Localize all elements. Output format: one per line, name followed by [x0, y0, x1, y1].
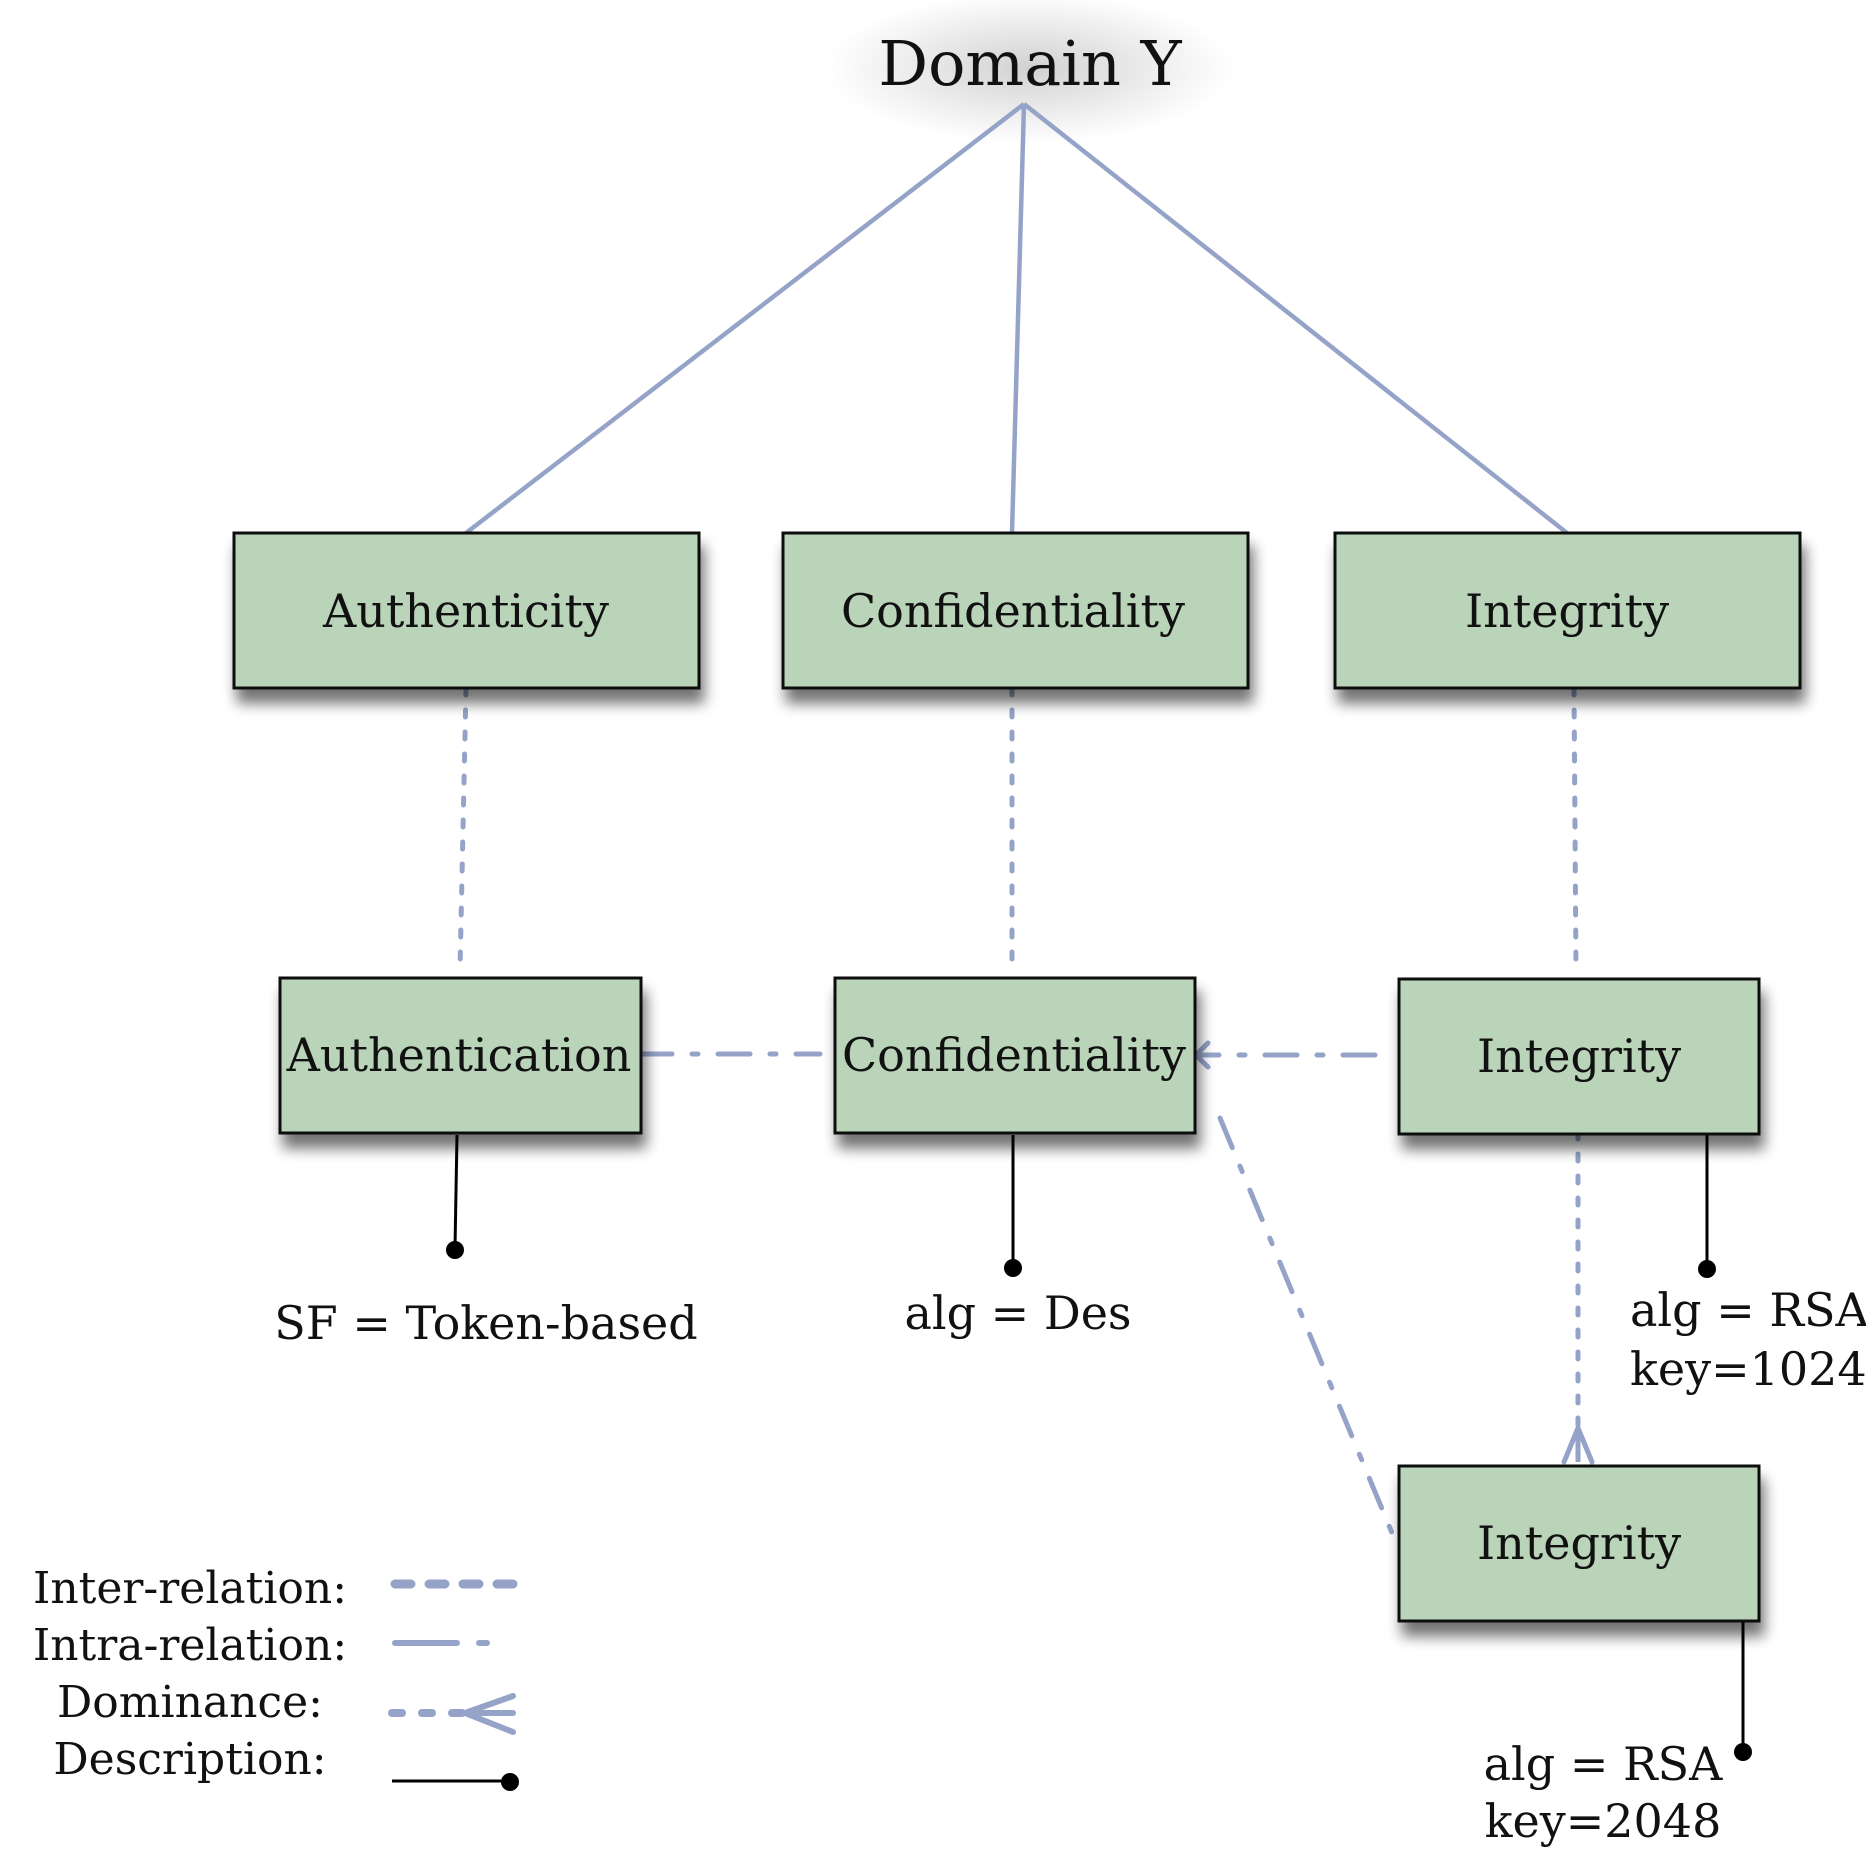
- node-label: Authenticity: [322, 584, 609, 638]
- root-label: Domain Y: [878, 27, 1182, 100]
- descriptions: SF = Token-based alg = Des alg = RSA key…: [274, 1283, 1866, 1848]
- node-authenticity[interactable]: Authenticity: [232, 531, 701, 690]
- root-edges: [464, 102, 1569, 535]
- node-label: Integrity: [1477, 1516, 1681, 1570]
- description-integrity-line1: alg = RSA: [1630, 1283, 1866, 1337]
- intra-relation-conf-integ2: [1217, 1115, 1400, 1548]
- description-integrity-line2: key=1024: [1630, 1342, 1866, 1396]
- legend-intra-relation-label: Intra-relation:: [33, 1620, 347, 1671]
- description-links: [453, 1134, 1745, 1750]
- edge-root-confidentiality: [1009, 103, 1027, 534]
- node-integrity-3[interactable]: Integrity: [1397, 1464, 1761, 1623]
- description-dots: [446, 1241, 1752, 1761]
- inter-relation-authenticity: [457, 685, 469, 973]
- desc-dot-authentication: [446, 1241, 464, 1259]
- node-integrity-2[interactable]: Integrity: [1397, 977, 1761, 1136]
- level2-boxes: Authentication Confidentiality Integrity: [278, 976, 1761, 1136]
- legend-dominance-arrowhead: [462, 1693, 516, 1735]
- node-authentication[interactable]: Authentication: [278, 976, 643, 1135]
- inter-relations: [457, 685, 1579, 973]
- intra-relations: [637, 1051, 1378, 1058]
- node-label: Integrity: [1477, 1029, 1681, 1083]
- description-integrity2-line1: alg = RSA: [1484, 1737, 1724, 1791]
- node-confidentiality-2[interactable]: Confidentiality: [833, 976, 1197, 1135]
- level1-boxes: Authenticity Confidentiality Integrity: [232, 531, 1802, 690]
- legend-description-dot: [501, 1773, 519, 1791]
- legend-description-label: Description:: [53, 1734, 326, 1785]
- desc-dot-integrity-2: [1734, 1743, 1752, 1761]
- inter-relation-integrity: [1571, 685, 1579, 973]
- node-label: Confidentiality: [842, 1028, 1186, 1082]
- legend: Inter-relation: Intra-relation: Dominanc…: [33, 1563, 525, 1791]
- desc-link-authentication: [453, 1134, 459, 1249]
- edge-root-authenticity: [464, 102, 1026, 535]
- description-integrity2-line2: key=2048: [1485, 1794, 1722, 1848]
- node-label: Authentication: [286, 1028, 632, 1082]
- node-label: Confidentiality: [841, 584, 1185, 638]
- description-confidentiality: alg = Des: [904, 1286, 1131, 1340]
- legend-inter-relation-label: Inter-relation:: [33, 1563, 347, 1614]
- description-authentication: SF = Token-based: [274, 1296, 697, 1350]
- legend-dominance-label: Dominance:: [57, 1677, 323, 1728]
- edge-root-integrity: [1022, 102, 1569, 535]
- root-glow: [825, 0, 1235, 143]
- node-integrity[interactable]: Integrity: [1333, 531, 1802, 690]
- desc-dot-integrity: [1698, 1260, 1716, 1278]
- node-label: Integrity: [1465, 584, 1669, 638]
- node-confidentiality[interactable]: Confidentiality: [781, 531, 1250, 690]
- desc-dot-confidentiality: [1004, 1259, 1022, 1277]
